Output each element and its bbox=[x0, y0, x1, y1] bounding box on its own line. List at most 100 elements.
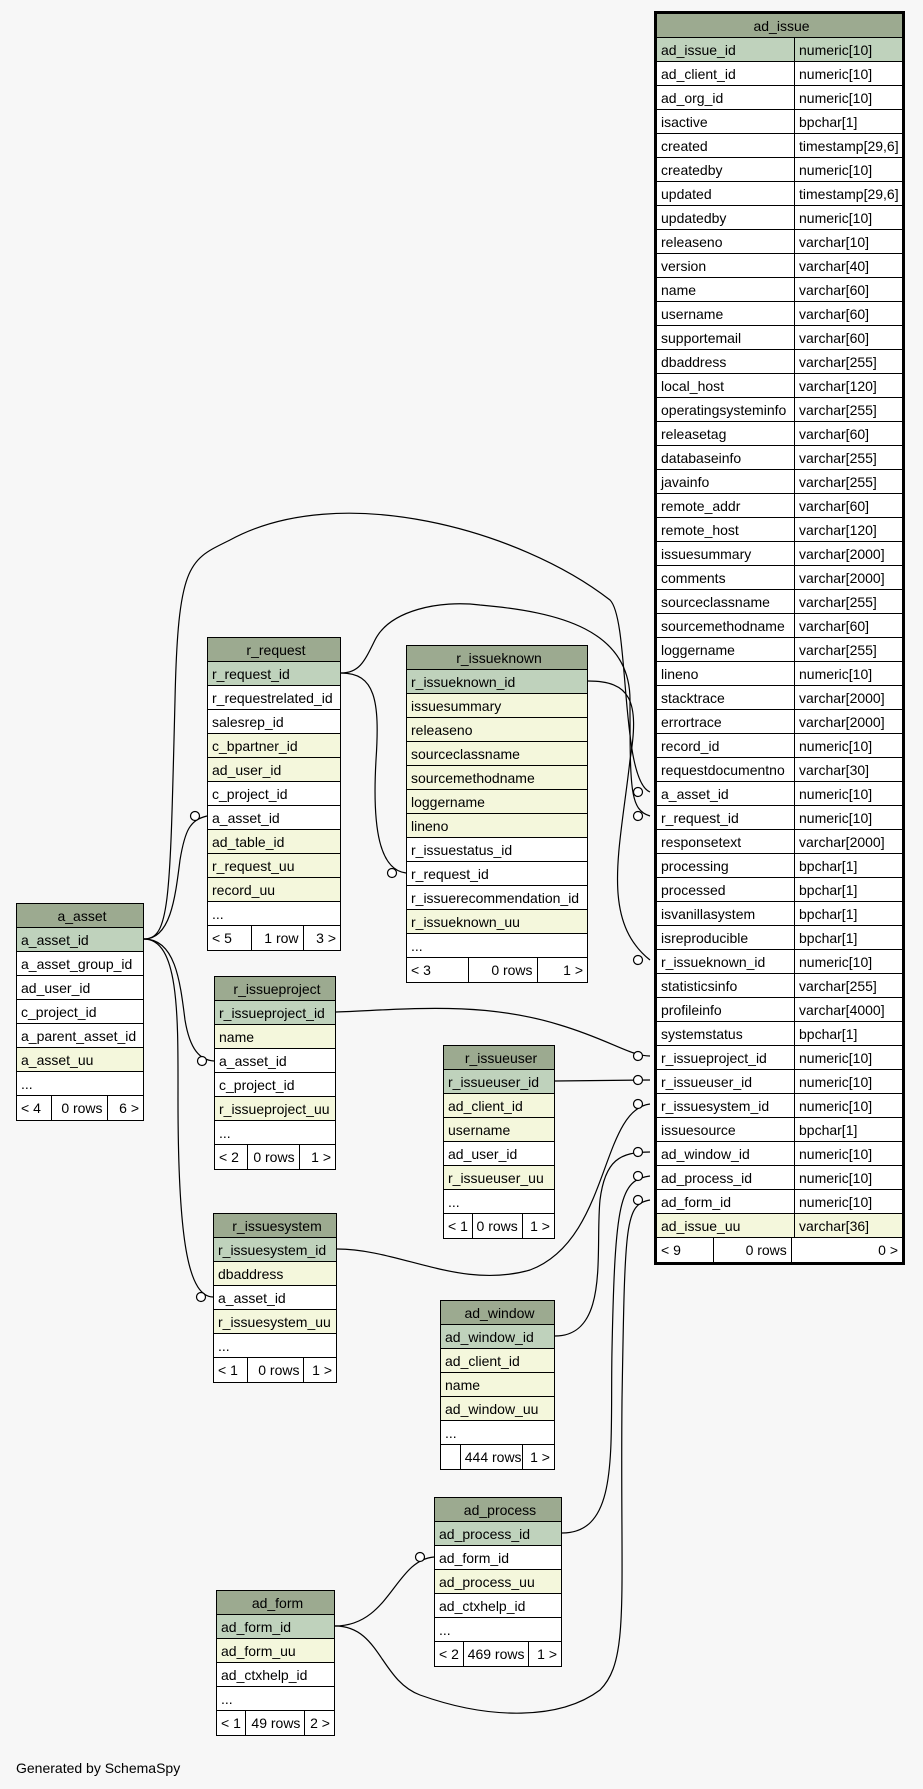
column-row-ad_client_id[interactable]: ad_client_id bbox=[444, 1094, 554, 1118]
column-row-a_asset_id[interactable]: a_asset_id bbox=[208, 806, 340, 830]
parents-count[interactable]: < 1 bbox=[217, 1711, 246, 1735]
table-header[interactable]: ad_issue bbox=[657, 14, 902, 38]
children-count[interactable]: 0 > bbox=[878, 1242, 898, 1258]
column-row-c_project_id[interactable]: c_project_id bbox=[208, 782, 340, 806]
table-header[interactable]: ad_form bbox=[217, 1591, 334, 1615]
table-header[interactable]: ad_process bbox=[435, 1498, 561, 1522]
children-count[interactable]: 1 > bbox=[563, 962, 584, 978]
column-row-r_issueuser_uu[interactable]: r_issueuser_uu bbox=[444, 1166, 554, 1190]
column-row-r_requestrelated_id[interactable]: r_requestrelated_id bbox=[208, 686, 340, 710]
column-row-c_project_id[interactable]: c_project_id bbox=[17, 1000, 143, 1024]
column-row-ad_table_id[interactable]: ad_table_id bbox=[208, 830, 340, 854]
children-count[interactable]: 6 > bbox=[119, 1100, 139, 1116]
children-count[interactable]: 1 > bbox=[312, 1362, 332, 1378]
more-columns-row[interactable]: ... bbox=[215, 1121, 335, 1145]
column-row-sourceclassname[interactable]: sourceclassname bbox=[407, 742, 587, 766]
column-row-name[interactable]: name bbox=[215, 1025, 335, 1049]
parents-count[interactable]: < 5 bbox=[208, 926, 253, 950]
column-row-ad_ctxhelp_id[interactable]: ad_ctxhelp_id bbox=[217, 1663, 334, 1687]
table-header[interactable]: ad_window bbox=[441, 1301, 554, 1325]
column-row-lineno[interactable]: lineno bbox=[407, 814, 587, 838]
table-header[interactable]: r_issueproject bbox=[215, 977, 335, 1001]
more-columns-row[interactable]: ... bbox=[17, 1072, 143, 1096]
column-row-ad_process_uu[interactable]: ad_process_uu bbox=[435, 1570, 561, 1594]
column-row-r_issueproject_uu[interactable]: r_issueproject_uu bbox=[215, 1097, 335, 1121]
more-columns-row[interactable]: ... bbox=[217, 1687, 334, 1711]
more-columns-row[interactable]: ... bbox=[214, 1334, 336, 1358]
column-row-ad_form_uu[interactable]: ad_form_uu bbox=[217, 1639, 334, 1663]
parents-count[interactable]: < 1 bbox=[444, 1214, 473, 1238]
children-count[interactable]: 3 > bbox=[316, 930, 336, 946]
column-row-r_issuerecommendation_id[interactable]: r_issuerecommendation_id bbox=[407, 886, 587, 910]
more-columns-row[interactable]: ... bbox=[441, 1421, 554, 1445]
column-row-r_request_id[interactable]: r_request_id bbox=[407, 862, 587, 886]
column-row-c_bpartner_id[interactable]: c_bpartner_id bbox=[208, 734, 340, 758]
parents-count[interactable] bbox=[441, 1445, 461, 1469]
column-row-ad_form_id[interactable]: ad_form_id bbox=[435, 1546, 561, 1570]
column-row-ad_ctxhelp_id[interactable]: ad_ctxhelp_id bbox=[435, 1594, 561, 1618]
column-row-a_asset_id[interactable]: a_asset_id bbox=[215, 1049, 335, 1073]
column-row-releaseno[interactable]: releaseno bbox=[407, 718, 587, 742]
more-columns-row[interactable]: ... bbox=[435, 1618, 561, 1642]
children-count[interactable]: 1 > bbox=[311, 1149, 331, 1165]
column-row-a_parent_asset_id[interactable]: a_parent_asset_id bbox=[17, 1024, 143, 1048]
column-row-issuesummary[interactable]: issuesummary bbox=[407, 694, 587, 718]
column-row-r_issueknown_id[interactable]: r_issueknown_id bbox=[407, 670, 587, 694]
column-row-ad_process_id[interactable]: ad_process_id bbox=[435, 1522, 561, 1546]
column-row-r_issueuser_id[interactable]: r_issueuser_id bbox=[444, 1070, 554, 1094]
column-row-a_asset_uu[interactable]: a_asset_uu bbox=[17, 1048, 143, 1072]
column-row-a_asset_id[interactable]: a_asset_id bbox=[17, 928, 143, 952]
column-row-loggername[interactable]: loggername bbox=[407, 790, 587, 814]
parents-count[interactable]: < 3 bbox=[407, 958, 470, 982]
column-row-c_project_id[interactable]: c_project_id bbox=[215, 1073, 335, 1097]
parents-count[interactable]: < 2 bbox=[435, 1642, 464, 1666]
more-columns-row[interactable]: ... bbox=[407, 934, 587, 958]
column-row-record_uu[interactable]: record_uu bbox=[208, 878, 340, 902]
column-row-sourcemethodname[interactable]: sourcemethodname bbox=[407, 766, 587, 790]
children-count[interactable]: 1 > bbox=[530, 1218, 550, 1234]
column-row-r_issuestatus_id[interactable]: r_issuestatus_id bbox=[407, 838, 587, 862]
table-header[interactable]: r_issuesystem bbox=[214, 1214, 336, 1238]
table-header[interactable]: r_request bbox=[208, 638, 340, 662]
column-row-name[interactable]: name bbox=[441, 1373, 554, 1397]
